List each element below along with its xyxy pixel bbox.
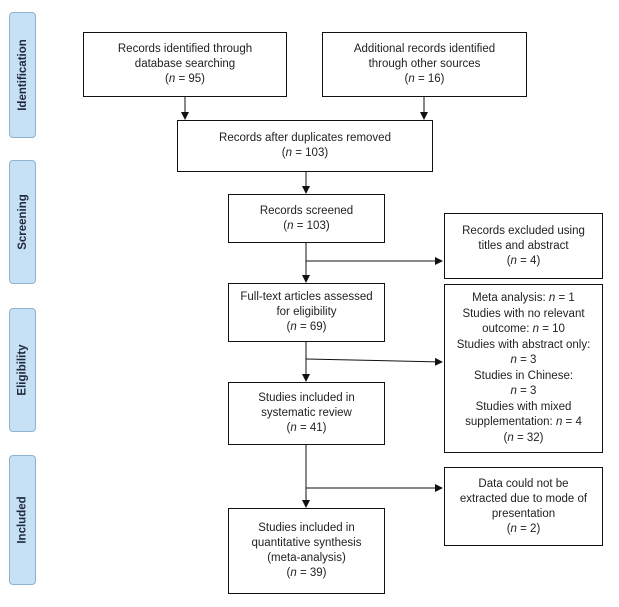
excl-reason-no-outcome-1: Studies with no relevant [462, 307, 585, 320]
dup-line-1: Records after duplicates removed [219, 132, 391, 144]
systematic-line-2: systematic review [261, 407, 352, 419]
box-database-records: Records identified through database sear… [83, 32, 287, 97]
excl-reason-abstract-2: n = 3 [510, 354, 537, 366]
excl-reason-chinese-1: Studies in Chinese: [473, 369, 574, 382]
stage-eligibility: Eligibility [9, 308, 36, 432]
not-extracted-line-2: extracted due to mode of [459, 492, 588, 505]
other-count: (n = 16) [404, 73, 445, 85]
box-exclusion-reasons: Meta analysis: n = 1 Studies with no rel… [444, 284, 603, 453]
excl-titles-line-1: Records excluded using [462, 224, 585, 237]
box-systematic-review: Studies included in systematic review (n… [228, 382, 385, 445]
quant-count: (n = 39) [286, 567, 327, 579]
excl-reason-meta: Meta analysis: n = 1 [472, 292, 575, 304]
box-fulltext-assessed: Full-text articles assessed for eligibil… [228, 283, 385, 342]
stage-identification: Identification [9, 12, 36, 138]
other-line-2: through other sources [368, 58, 481, 70]
screened-count: (n = 103) [283, 219, 330, 232]
box-after-duplicates: Records after duplicates removed (n = 10… [177, 120, 433, 172]
systematic-line-1: Studies included in [258, 392, 355, 404]
stage-included: Included [9, 455, 36, 585]
fulltext-line-1: Full-text articles assessed [240, 291, 373, 303]
screened-line-1: Records screened [259, 204, 354, 217]
quant-line-3: (meta-analysis) [267, 552, 346, 564]
box-records-screened: Records screened (n = 103) [228, 194, 385, 243]
excl-reason-no-outcome-2: outcome: n = 10 [482, 323, 565, 335]
db-line-2: database searching [134, 58, 236, 70]
stage-screening: Screening [9, 160, 36, 284]
box-excluded-titles: Records excluded using titles and abstra… [444, 213, 603, 279]
quant-line-2: quantitative synthesis [251, 537, 362, 549]
db-count: (n = 95) [165, 73, 205, 85]
excl-total-count: (n = 32) [503, 431, 544, 444]
excl-titles-line-2: titles and abstract [478, 239, 569, 252]
db-line-1: Records identified through [117, 43, 253, 55]
arrow-to-exclusions [305, 357, 443, 366]
not-extracted-line-3: presentation [491, 507, 556, 520]
box-quantitative-synthesis: Studies included in quantitative synthes… [228, 508, 385, 594]
not-extracted-line-1: Data could not be [478, 477, 569, 490]
fulltext-count: (n = 69) [286, 321, 327, 333]
excl-titles-count: (n = 4) [506, 254, 541, 267]
excl-reason-abstract-1: Studies with abstract only: [456, 338, 591, 351]
other-line-1: Additional records identified [353, 43, 496, 55]
not-extracted-count: (n = 2) [506, 522, 541, 535]
excl-reason-chinese-2: n = 3 [510, 385, 537, 397]
dup-count: (n = 103) [281, 147, 329, 159]
box-other-records: Additional records identified through ot… [322, 32, 527, 97]
excl-reason-mixed-1: Studies with mixed [475, 400, 572, 413]
quant-line-1: Studies included in [258, 522, 355, 534]
box-not-extracted: Data could not be extracted due to mode … [444, 467, 603, 546]
excl-reason-mixed-2: supplementation: n = 4 [465, 416, 582, 428]
fulltext-line-2: for eligibility [276, 306, 337, 318]
systematic-count: (n = 41) [286, 422, 327, 434]
